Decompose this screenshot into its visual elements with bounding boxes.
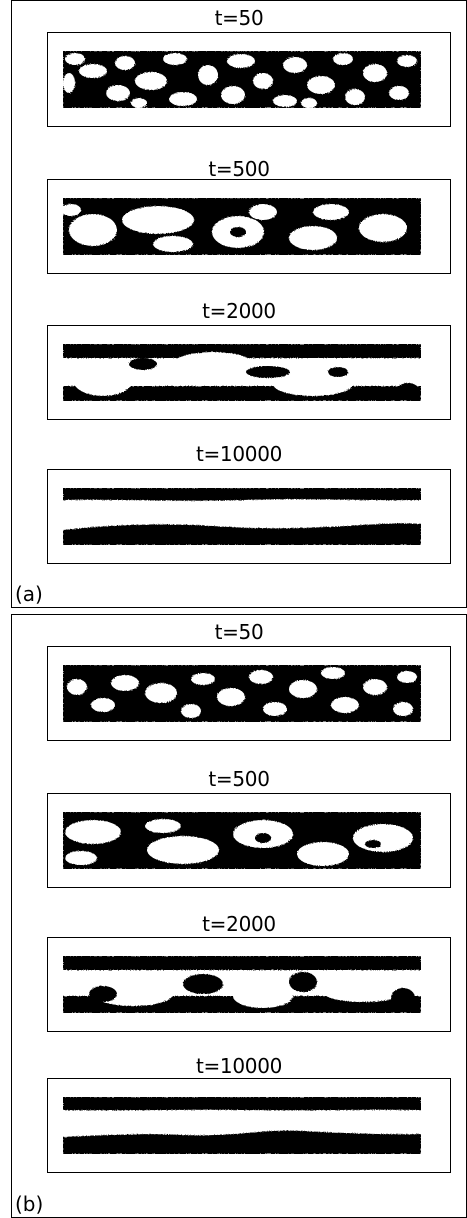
- snapshot-frame: [47, 793, 451, 888]
- panel-label: (a): [15, 582, 43, 606]
- snapshot-frame: [47, 646, 451, 741]
- panel-a: t=50: [11, 0, 467, 608]
- snapshot-frame: [47, 32, 451, 127]
- snapshot-frame: [47, 179, 451, 274]
- domain-pattern: [63, 344, 421, 401]
- domain-pattern: [63, 1097, 421, 1154]
- frame-title: t=10000: [195, 442, 283, 466]
- panel-b: t=50: [11, 614, 467, 1218]
- frame-title: t=500: [208, 157, 270, 181]
- frame-title: t=2000: [202, 912, 276, 936]
- domain-pattern: [63, 665, 421, 722]
- snapshot-frame: [47, 937, 451, 1032]
- frame-title: t=50: [214, 6, 264, 30]
- domain-pattern: [63, 812, 421, 869]
- frame-title: t=500: [208, 767, 270, 791]
- domain-pattern: [63, 198, 421, 255]
- domain-pattern: [63, 956, 421, 1013]
- domain-pattern: [63, 51, 421, 108]
- frame-title: t=10000: [195, 1054, 283, 1078]
- panel-label: (b): [15, 1192, 44, 1216]
- snapshot-frame: [47, 469, 451, 564]
- domain-pattern: [63, 488, 421, 545]
- snapshot-frame: [47, 325, 451, 420]
- snapshot-frame: [47, 1078, 451, 1173]
- frame-title: t=50: [214, 620, 264, 644]
- frame-title: t=2000: [202, 299, 276, 323]
